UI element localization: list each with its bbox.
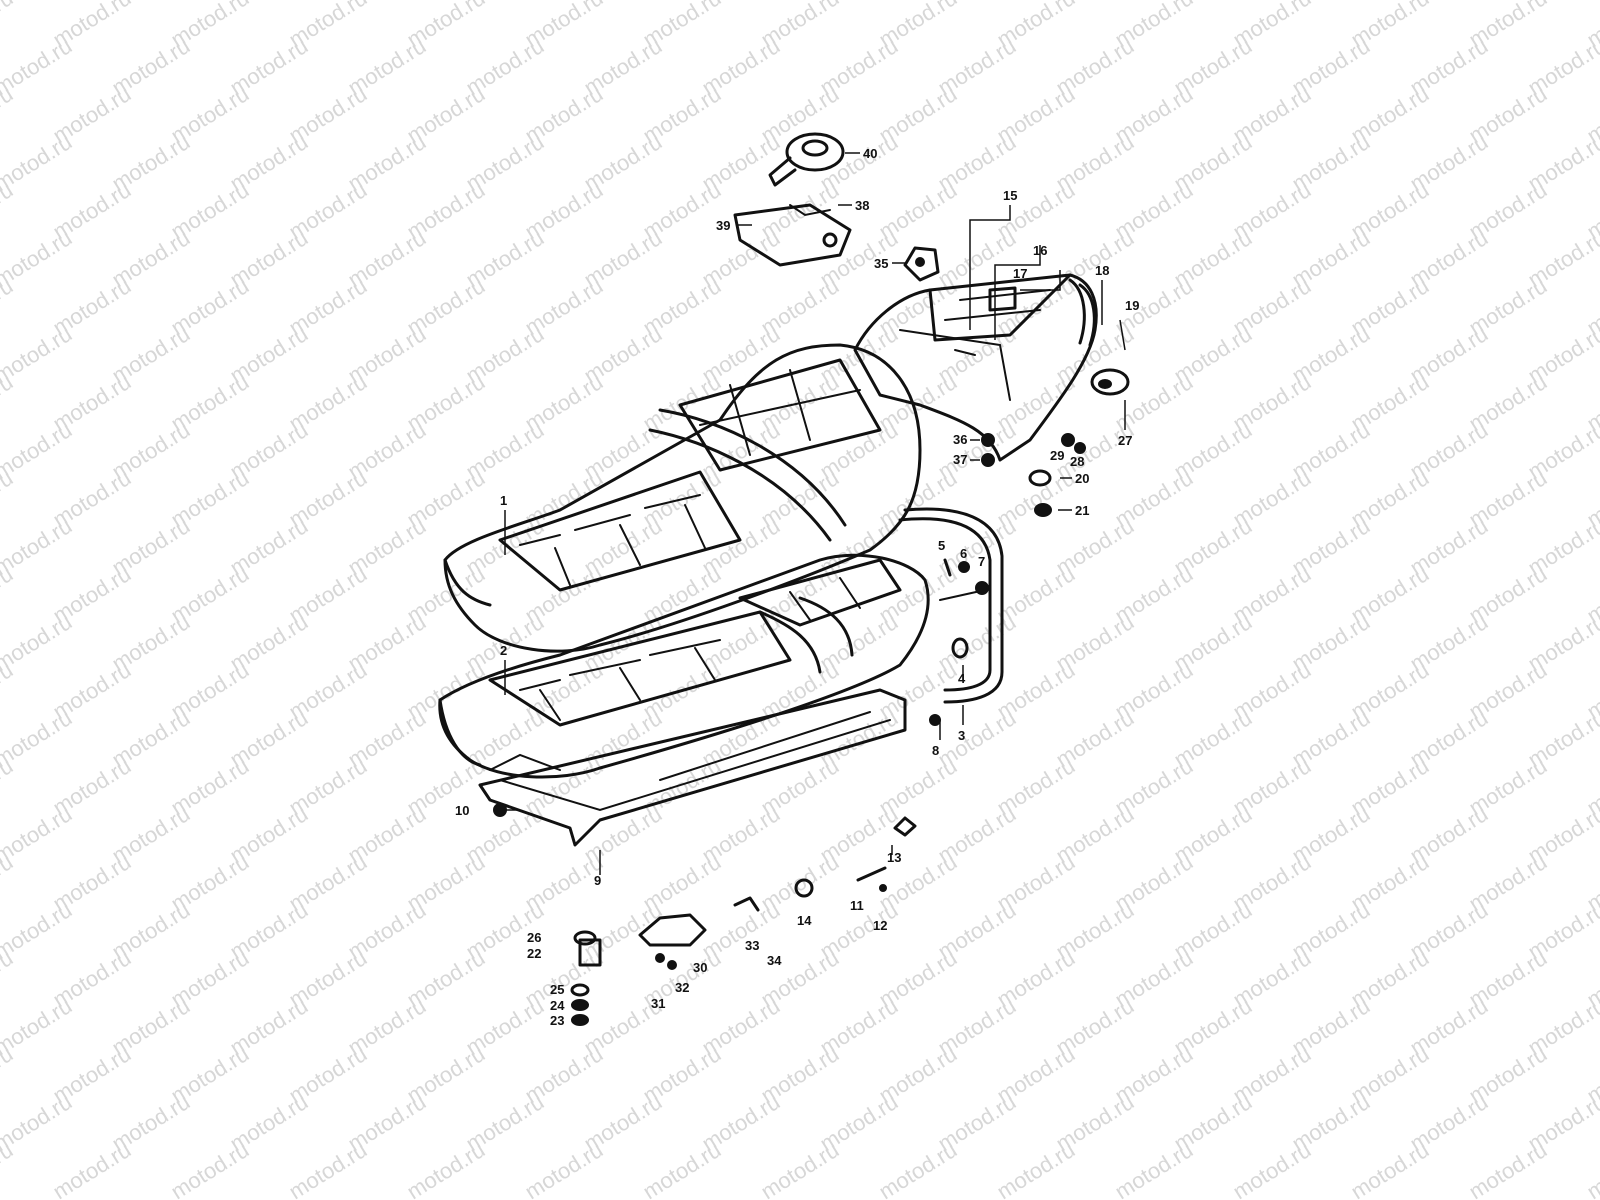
callout-8: 8 <box>932 743 939 758</box>
callout-2: 2 <box>500 643 507 658</box>
callout-28: 28 <box>1070 454 1084 469</box>
callout-25: 25 <box>550 982 564 997</box>
callout-22: 22 <box>527 946 541 961</box>
tail-cowl <box>853 273 1098 462</box>
seat-upper <box>443 343 922 653</box>
seat-pad <box>733 203 852 267</box>
callout-38: 38 <box>855 198 869 213</box>
callout-3: 3 <box>958 728 965 743</box>
callout-13: 13 <box>887 850 901 865</box>
callout-37: 37 <box>953 452 967 467</box>
callout-27: 27 <box>1118 433 1132 448</box>
callout-9: 9 <box>594 873 601 888</box>
callout-4: 4 <box>958 671 966 686</box>
callout-19: 19 <box>1125 298 1139 313</box>
callout-7: 7 <box>978 554 985 569</box>
callout-21: 21 <box>1075 503 1089 518</box>
callout-1: 1 <box>500 493 507 508</box>
callout-18: 18 <box>1095 263 1109 278</box>
callout-29: 29 <box>1050 448 1064 463</box>
callout-36: 36 <box>953 432 967 447</box>
helmet-lock <box>903 246 940 282</box>
callout-31: 31 <box>651 996 665 1011</box>
callout-35: 35 <box>874 256 888 271</box>
tool-cap <box>768 132 845 187</box>
callout-23: 23 <box>550 1013 564 1028</box>
callout-30: 30 <box>693 960 707 975</box>
callout-14: 14 <box>797 913 812 928</box>
callout-26: 26 <box>527 930 541 945</box>
callout-10: 10 <box>455 803 469 818</box>
callout-15: 15 <box>1003 188 1017 203</box>
callout-20: 20 <box>1075 471 1089 486</box>
seat-lower <box>438 553 930 779</box>
callout-40: 40 <box>863 146 877 161</box>
callout-16: 16 <box>1033 243 1047 258</box>
callout-39: 39 <box>716 218 730 233</box>
callout-11: 11 <box>850 898 864 913</box>
callout-5: 5 <box>938 538 945 553</box>
leader-lines <box>500 152 1126 875</box>
tail-lamp <box>1090 368 1130 396</box>
callout-17: 17 <box>1013 266 1027 281</box>
callout-32: 32 <box>675 980 689 995</box>
callout-6: 6 <box>960 546 967 561</box>
callout-12: 12 <box>873 918 887 933</box>
callout-33: 33 <box>745 938 759 953</box>
callout-34: 34 <box>767 953 782 968</box>
callout-24: 24 <box>550 998 565 1013</box>
hardware <box>493 433 1086 1026</box>
